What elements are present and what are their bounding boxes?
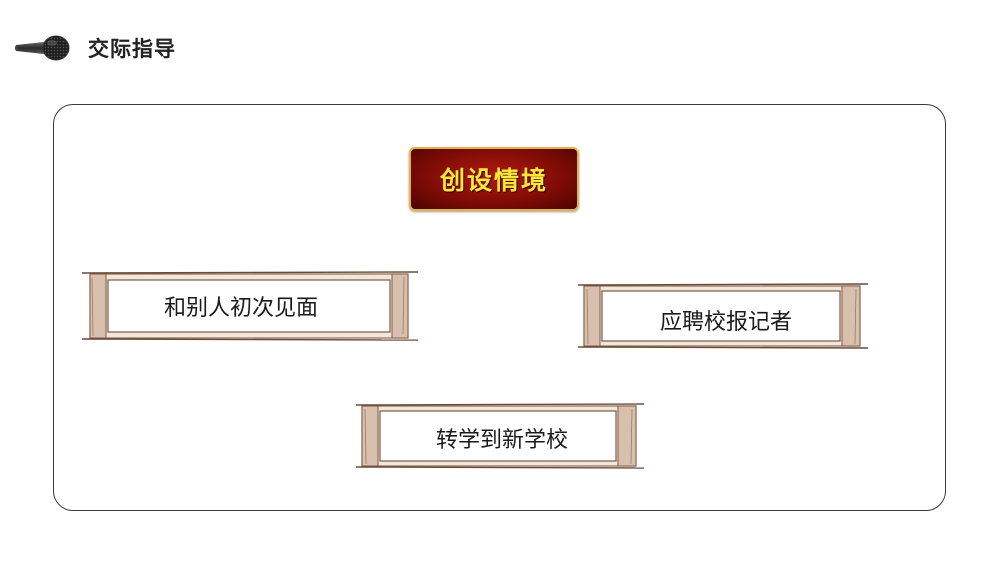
banner-title: 创设情境 [439, 166, 548, 195]
scroll-frame-art [356, 403, 644, 469]
microphone-icon [15, 35, 70, 61]
scenario-banner: 创设情境 [409, 147, 579, 211]
scenario-label: 应聘校报记者 [659, 310, 792, 335]
scenario-label: 和别人初次见面 [163, 296, 318, 321]
scroll-card-first-meeting: 和别人初次见面 [82, 268, 418, 344]
scroll-card-new-school: 转学到新学校 [356, 400, 644, 472]
header: 交际指导 [14, 30, 176, 66]
scenario-label: 转学到新学校 [435, 428, 568, 453]
scroll-frame-art [578, 283, 868, 349]
scroll-card-reporter-application: 应聘校报记者 [578, 280, 868, 352]
scroll-frame-art [82, 271, 418, 341]
section-title: 交际指导 [88, 37, 176, 61]
